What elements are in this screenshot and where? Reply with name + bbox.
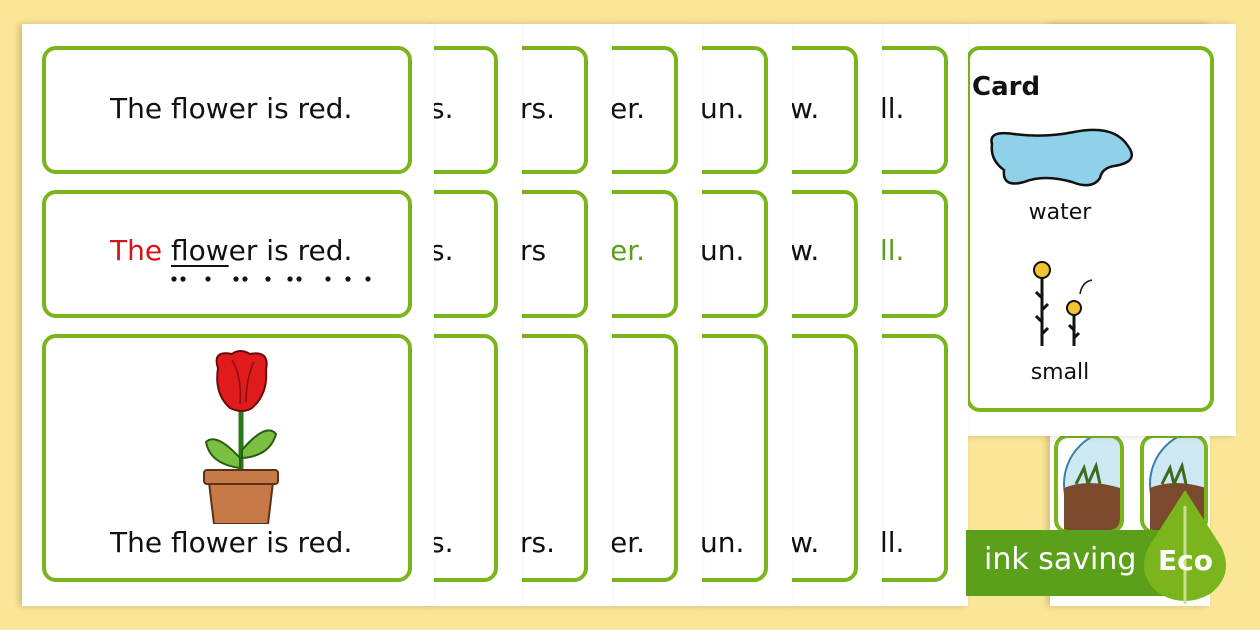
- sentence-ending: rs.: [522, 526, 555, 559]
- sentence-ending: ll.: [882, 234, 905, 267]
- sentence-ending: ll.: [882, 526, 905, 559]
- sentence-ending: er.: [612, 234, 646, 267]
- stacked-sheet: s. s. s.: [432, 24, 522, 606]
- sentence-card-edge: er.: [612, 190, 678, 318]
- vocabulary-card: Card water small: [966, 46, 1214, 412]
- tricky-word: The: [110, 234, 163, 267]
- sentence-ending: ll.: [882, 92, 905, 125]
- sentence-ending: er.: [612, 526, 646, 559]
- sentence-ending: rs.: [522, 92, 555, 125]
- phonics-sentence-card: The flower is red.: [42, 190, 412, 318]
- word-ending: er: [228, 234, 258, 267]
- sentence-ending: rs: [522, 234, 547, 267]
- small-flower-icon: [1033, 261, 1093, 346]
- sentence-card-edge: un.: [702, 46, 768, 174]
- sentence-card-edge: rs.: [522, 46, 588, 174]
- sentence-ending: er.: [612, 92, 646, 125]
- digraph-ow: ow: [188, 234, 229, 267]
- sentence-card-edge: s.: [432, 46, 498, 174]
- sentence-card-edge: ll.: [882, 190, 948, 318]
- picture-card: [1054, 434, 1124, 534]
- sentence-ending: w.: [792, 526, 820, 559]
- sentence-card-edge: ll.: [882, 46, 948, 174]
- sentence-card-edge: rs.: [522, 334, 588, 582]
- picture-sentence-text: The flower is red.: [110, 526, 353, 559]
- sentence-ending: un.: [702, 234, 745, 267]
- sentence-card-edge: rs: [522, 190, 588, 318]
- sentence-card-edge: w.: [792, 190, 858, 318]
- sound-button-dots: [171, 276, 371, 282]
- sentence-ending: s.: [432, 234, 454, 267]
- word-small: small: [1030, 360, 1090, 385]
- stacked-sheet: w. w. w.: [792, 24, 882, 606]
- card-title: Card: [972, 72, 1041, 102]
- sentence-card-edge: un.: [702, 334, 768, 582]
- sentence-ending: un.: [702, 92, 745, 125]
- sentence-ending: w.: [792, 92, 820, 125]
- picture-sentence-card: The flower is red.: [42, 334, 412, 582]
- sentence-card-edge: er.: [612, 334, 678, 582]
- sentence-card-edge: un.: [702, 190, 768, 318]
- eco-label: Eco: [1158, 544, 1213, 577]
- word-water: water: [1028, 200, 1092, 225]
- sentence-card: The flower is red.: [42, 46, 412, 174]
- stacked-sheet: er. er. er.: [612, 24, 702, 606]
- sentence-ending: w.: [792, 234, 820, 267]
- stacked-sheet: rs. rs rs.: [522, 24, 612, 606]
- ink-saving-text: ink saving: [984, 542, 1137, 577]
- sentence-card-edge: w.: [792, 334, 858, 582]
- sentence-ending: s.: [432, 526, 454, 559]
- sentence-card-edge: s.: [432, 334, 498, 582]
- sentence-ending: s.: [432, 92, 454, 125]
- sentence-card-edge: s.: [432, 190, 498, 318]
- sentence-card-edge: er.: [612, 46, 678, 174]
- red-flower-in-pot-icon: [203, 350, 279, 524]
- front-sheet: The flower is red. The flower is red.: [22, 24, 434, 606]
- sentence-card-edge: ll.: [882, 334, 948, 582]
- word-card-sheet: Card water small: [966, 24, 1236, 436]
- sentence-text: The flower is red.: [110, 92, 353, 125]
- stacked-sheet: un. un. un.: [702, 24, 792, 606]
- plant-in-soil-illustration: [1063, 438, 1120, 530]
- water-puddle-icon: [990, 128, 1133, 187]
- eco-leaf-icon: [1144, 490, 1226, 604]
- sentence-ending: un.: [702, 526, 745, 559]
- stacked-sheet: ll. ll. ll.: [882, 24, 968, 606]
- sentence-card-edge: w.: [792, 46, 858, 174]
- phonics-sentence: The flower is red.: [110, 234, 352, 267]
- sentence-rest: is red.: [257, 234, 353, 267]
- digraph-fl: fl: [170, 234, 189, 267]
